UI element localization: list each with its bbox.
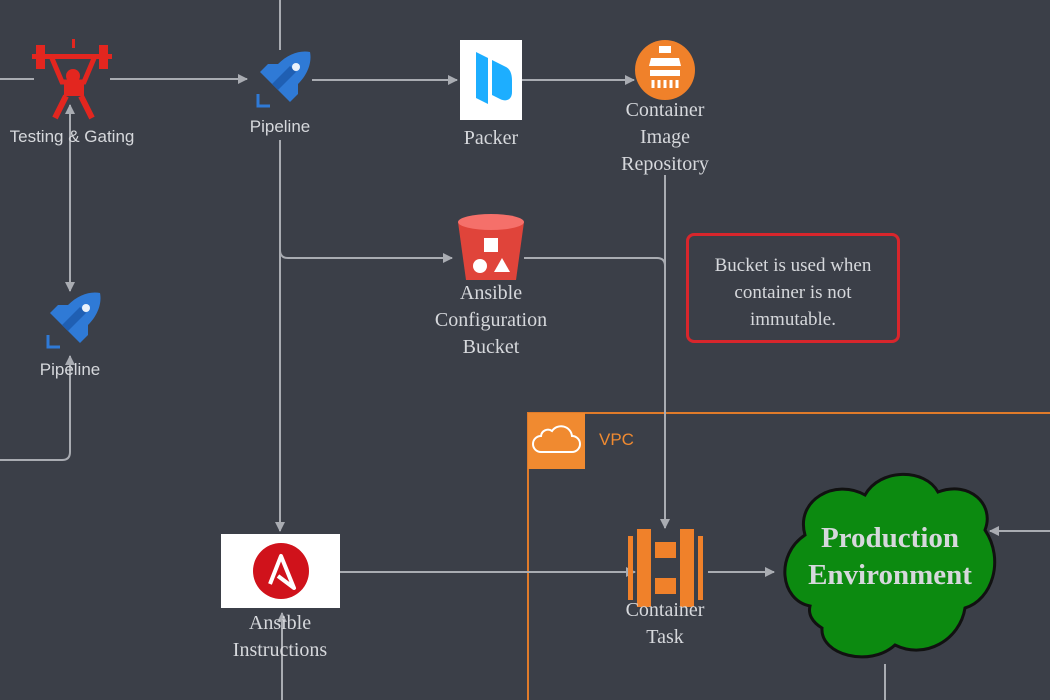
rocket-icon [256, 51, 311, 108]
label-line: Image [640, 126, 690, 148]
note-line: Bucket is used when [714, 255, 872, 276]
label-line: Production [820, 522, 960, 554]
container-repository-icon [635, 40, 695, 100]
container-task-icon [628, 529, 703, 607]
packer-label: Packer [463, 127, 519, 149]
weightlifter-icon [32, 39, 112, 120]
ansible-configuration-bucket-label: Ansible Configuration Bucket [421, 280, 561, 361]
production-environment-label: Production Environment [790, 520, 990, 594]
label-line: Repository [621, 153, 709, 175]
ansible-logo-icon [221, 534, 340, 608]
label-line: Environment [808, 559, 972, 591]
label-line: Instructions [232, 639, 328, 661]
label-line: Configuration [434, 309, 548, 331]
rocket-icon [46, 292, 101, 349]
ansible-instructions-label: Ansible Instructions [215, 610, 345, 664]
connector-pipeline-to-bucket [279, 249, 453, 263]
container-task-label: Container Task [605, 597, 725, 651]
vpc-cloud-icon [528, 413, 585, 469]
label-line: Ansible [459, 282, 523, 304]
vpc-boundary [527, 412, 1050, 700]
pipeline-top-label: Pipeline [249, 117, 311, 136]
vpc-label: VPC [599, 430, 634, 449]
bucket-icon [458, 214, 524, 280]
label-line: Ansible [248, 612, 312, 634]
packer-icon [460, 40, 522, 120]
note-line: immutable. [749, 309, 836, 330]
cloud-shape [783, 472, 997, 659]
container-image-repository-label: Container Image Repository [600, 97, 730, 178]
bucket-note: Bucket is used when container is not imm… [686, 233, 900, 343]
label-line: Container [625, 599, 705, 621]
pipeline-left-label: Pipeline [39, 360, 101, 379]
connector-bucket-to-task [524, 257, 666, 267]
label-line: Container [625, 99, 705, 121]
testing-gating-label: Testing & Gating [9, 127, 135, 146]
label-line: Bucket [462, 336, 520, 358]
note-line: container is not [734, 282, 852, 303]
label-line: Task [646, 626, 684, 648]
connector-left-loop [0, 355, 75, 461]
